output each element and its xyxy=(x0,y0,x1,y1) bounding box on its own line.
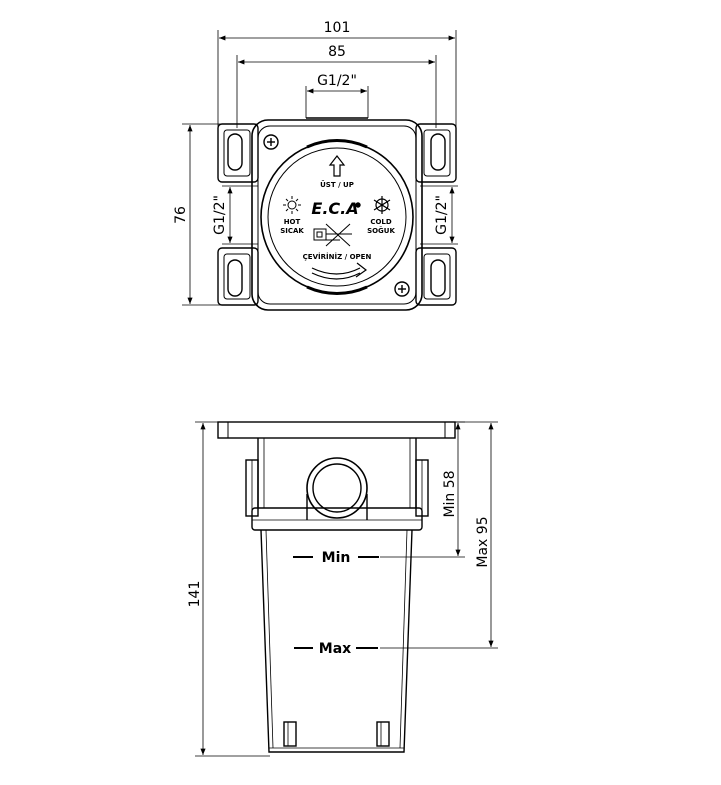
dim-max-depth xyxy=(380,421,498,649)
valve-body-top xyxy=(251,119,423,311)
left-mounting-bracket xyxy=(217,123,259,306)
top-view: 101 85 G1/2" 76 G1/2" G1/2" ÜST / UP E.C… xyxy=(173,20,458,311)
up-label: ÜST / UP xyxy=(320,180,354,189)
max-marker-label: Max xyxy=(319,641,351,657)
dim-top-thread xyxy=(305,86,369,119)
right-thread-label: G1/2" xyxy=(434,195,450,235)
valve-crossed-icon xyxy=(313,223,352,247)
open-label: ÇEVİRİNİZ / OPEN xyxy=(303,252,372,261)
total-height-label: 141 xyxy=(187,581,203,608)
height-label: 76 xyxy=(173,206,189,224)
dial xyxy=(260,139,414,295)
side-view: Min Max 141 Min 58 Max 95 xyxy=(187,421,498,757)
inlet-pipe xyxy=(306,457,368,520)
mounting-width-label: 85 xyxy=(328,44,346,60)
left-thread-label: G1/2" xyxy=(212,195,228,235)
sun-icon xyxy=(283,196,301,214)
cold-label: COLD xyxy=(370,218,392,226)
rotate-arrow-icon xyxy=(311,262,368,280)
upper-housing xyxy=(245,438,429,517)
brand-logo: E.C.A xyxy=(311,199,358,218)
top-flange xyxy=(217,421,456,439)
top-thread-label: G1/2" xyxy=(317,73,357,89)
min-marker-label: Min xyxy=(322,550,351,566)
middle-band xyxy=(251,507,423,531)
up-arrow-icon xyxy=(328,155,346,177)
registered-mark xyxy=(355,202,361,208)
dim-overall-width xyxy=(217,30,457,128)
hot-label: HOT xyxy=(284,218,301,226)
hot-label-tr: SICAK xyxy=(280,227,304,235)
overall-width-label: 101 xyxy=(324,20,351,36)
snowflake-icon xyxy=(373,196,391,214)
max-depth-label: Max 95 xyxy=(475,516,491,567)
screw-icon xyxy=(394,281,410,297)
screw-icon xyxy=(263,134,279,150)
dim-mounting-width xyxy=(236,55,437,128)
dim-right-thread xyxy=(420,185,458,245)
dim-total-height xyxy=(195,421,270,757)
min-depth-label: Min 58 xyxy=(442,470,458,517)
cold-label-tr: SOĞUK xyxy=(367,226,395,235)
extension-sleeve xyxy=(260,529,413,753)
